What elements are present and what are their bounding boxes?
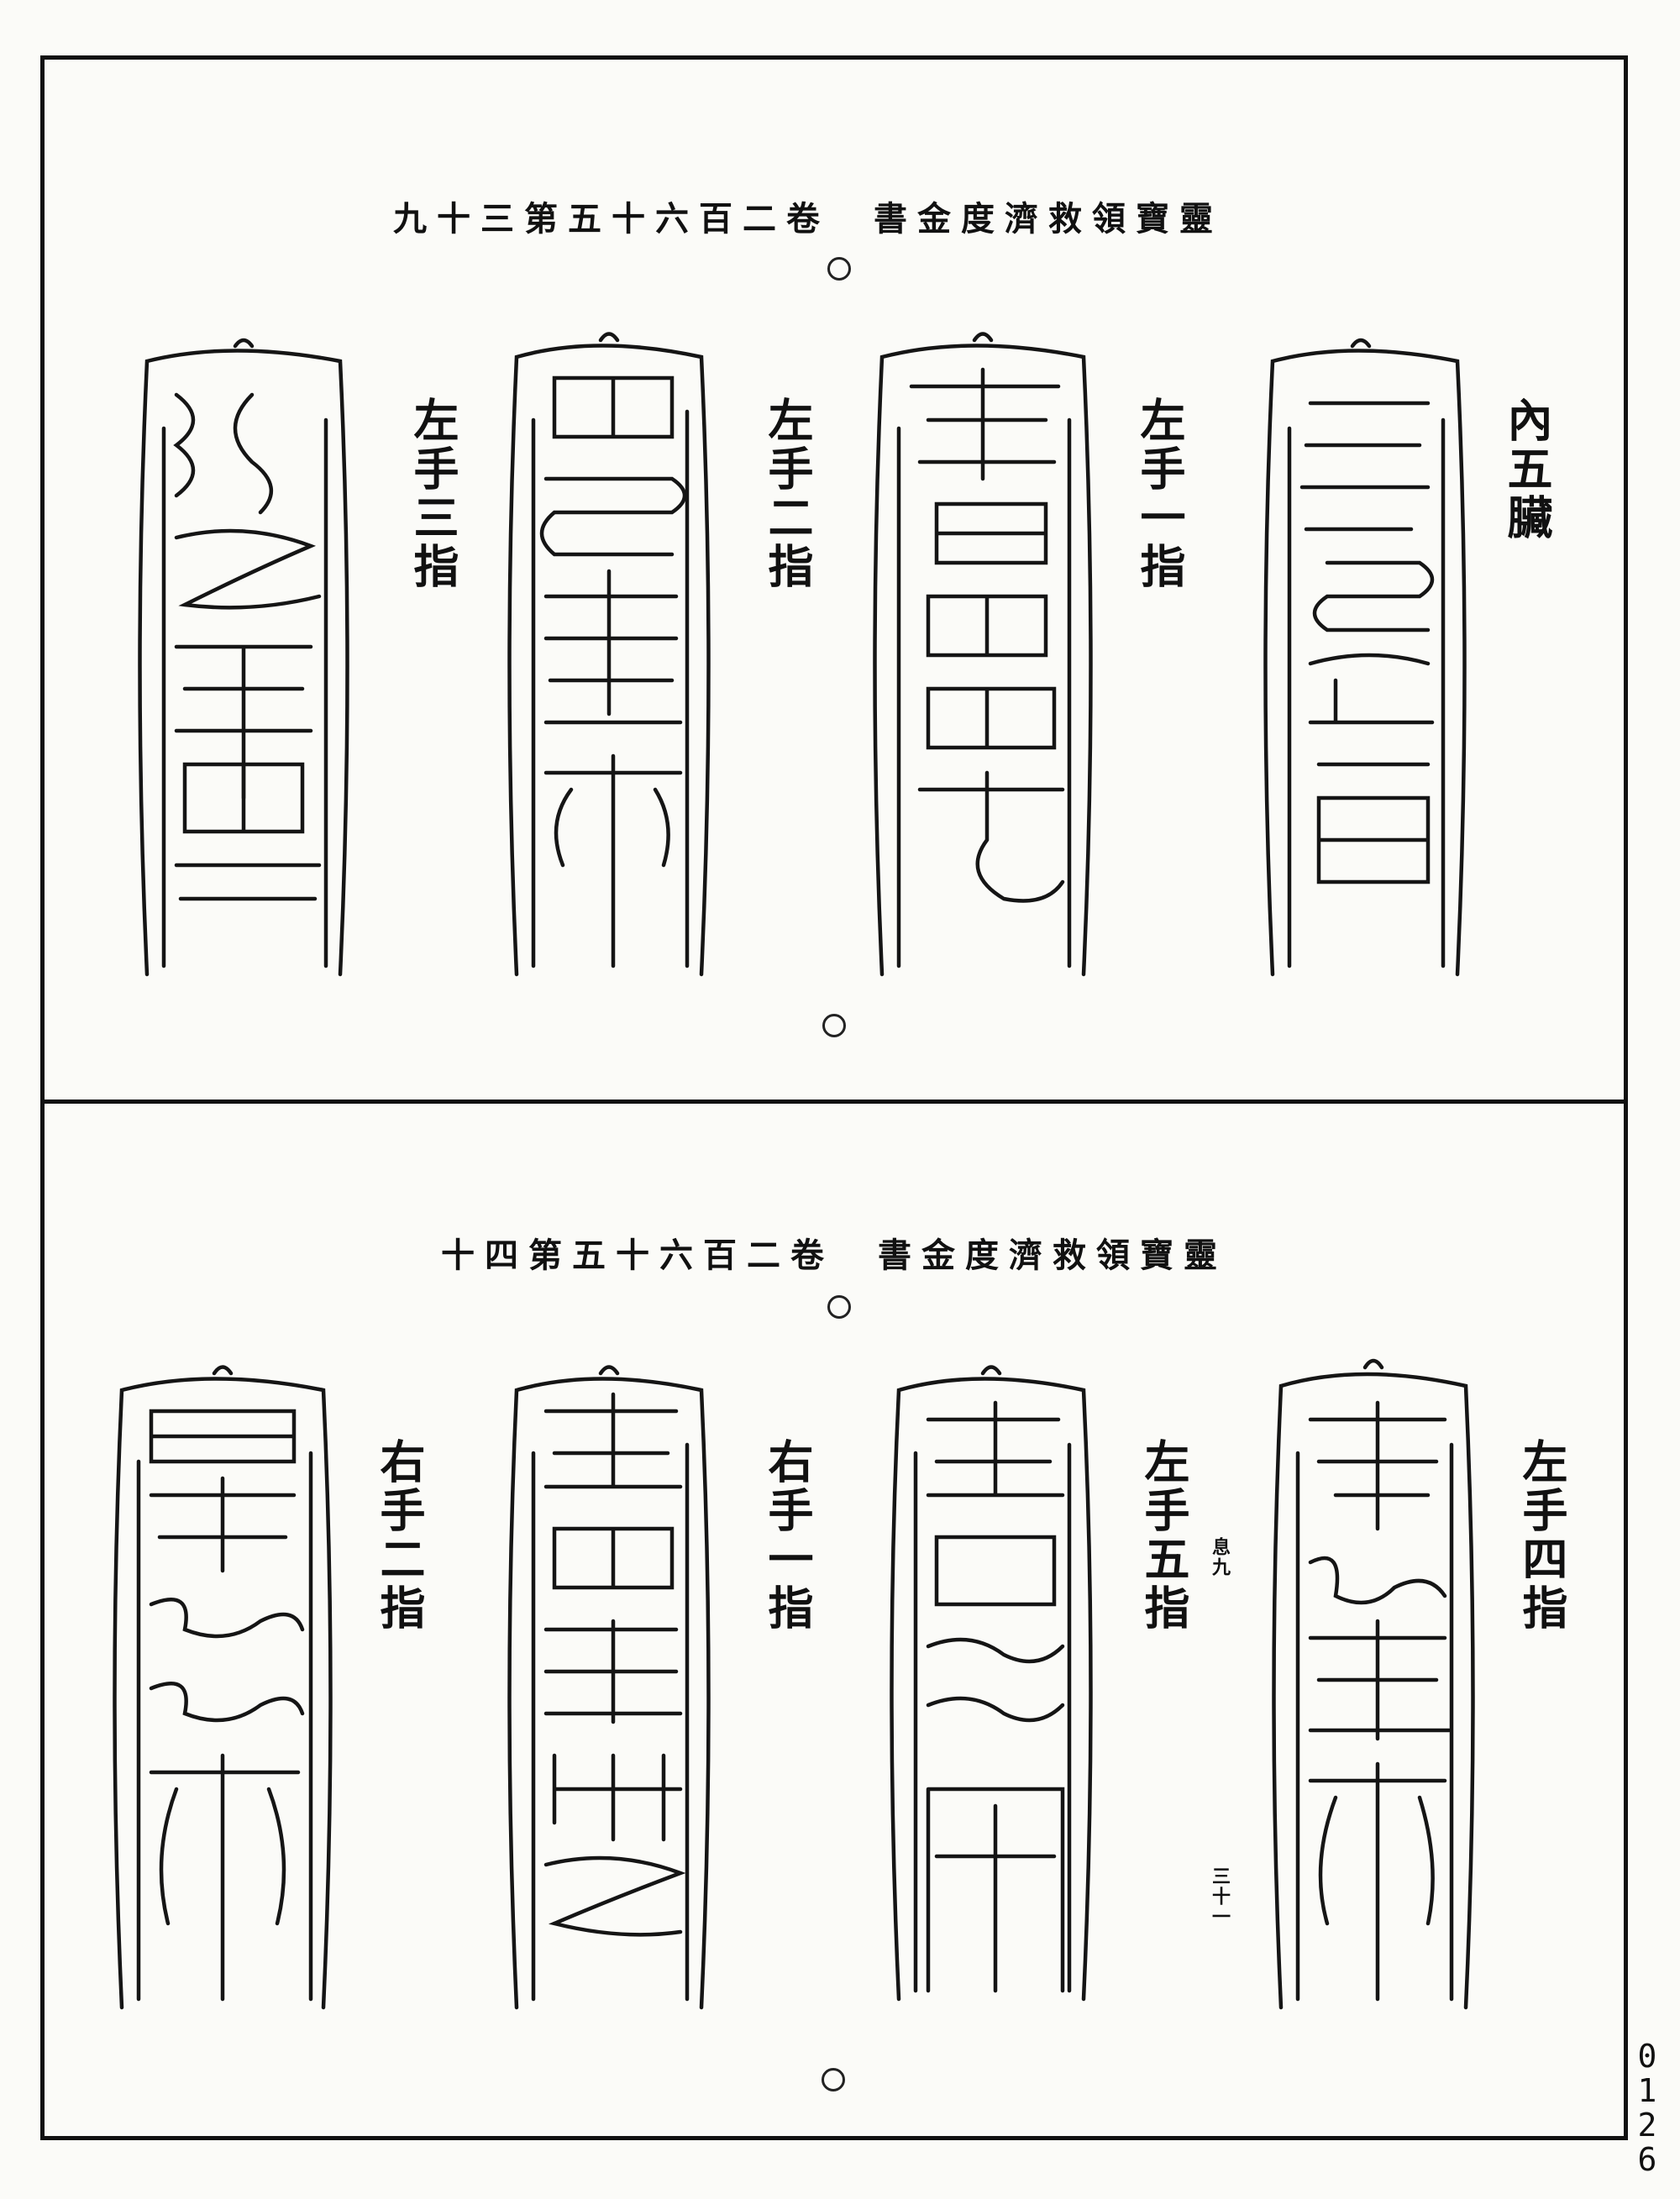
label-inner-five-organs: 內五臟 (1499, 396, 1553, 543)
page-border (40, 55, 1628, 2140)
binding-hole (822, 2068, 845, 2091)
label-left-finger-5: 左手五指 (1137, 1438, 1190, 1633)
page-divider (40, 1100, 1628, 1104)
label-right-finger-1: 右手一指 (760, 1438, 814, 1633)
talisman-inner-five-organs (1263, 338, 1467, 977)
talisman-left-finger-2 (507, 332, 711, 977)
top-header: 九十三第五十六百二卷 書金度濟救領寶靈 (393, 199, 1223, 239)
talisman-left-finger-4 (1272, 1358, 1475, 2010)
folio-note: 三十一 (1209, 1866, 1231, 1927)
page-number: 0 1 2 6 (1637, 2038, 1657, 2179)
label-left-finger-1: 左手一指 (1132, 396, 1186, 591)
bottom-header: 十四第五十六百二卷 書金度濟救領寶靈 (441, 1236, 1227, 1275)
talisman-right-finger-2 (113, 1365, 333, 2010)
talisman-right-finger-1 (507, 1365, 711, 2010)
talisman-left-finger-1 (873, 332, 1093, 977)
talisman-left-finger-5 (890, 1365, 1093, 2002)
label-left-finger-2: 左手二指 (760, 396, 814, 591)
binding-hole (822, 1014, 846, 1037)
talisman-left-finger-3 (138, 338, 349, 977)
label-left-finger-3: 左手三指 (406, 396, 459, 591)
binding-hole (827, 1295, 851, 1319)
binding-hole (827, 257, 851, 281)
label-left-finger-4: 左手四指 (1515, 1438, 1568, 1633)
margin-note: 息九 (1209, 1537, 1231, 1577)
label-right-finger-2: 右手二指 (372, 1438, 426, 1633)
